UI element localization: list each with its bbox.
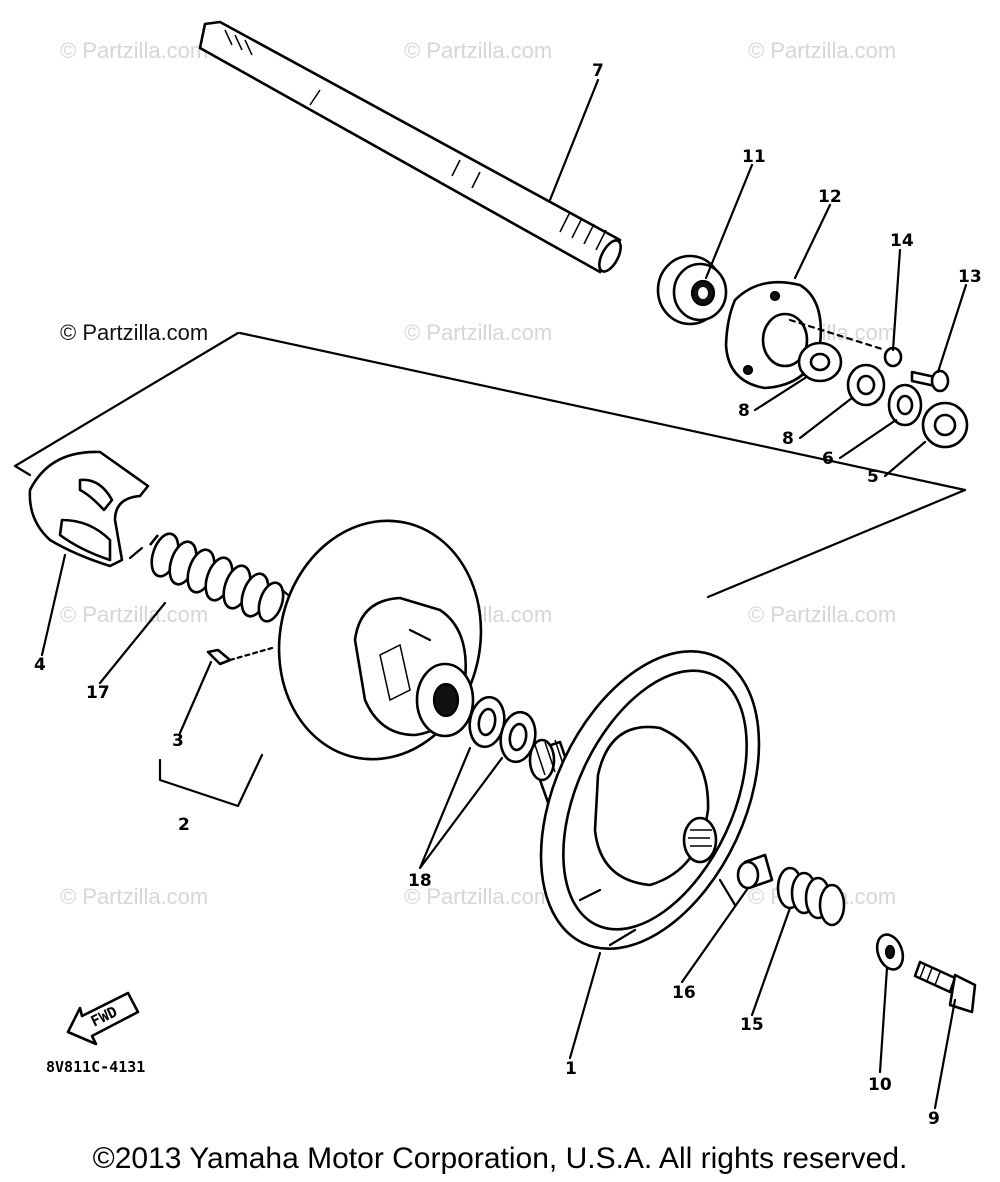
forward-arrow: FWD (66, 991, 140, 1046)
callout-9: 9 (928, 1109, 940, 1129)
callout-6: 6 (822, 449, 834, 469)
spring-17 (128, 532, 294, 623)
watermark: © Partzilla.com (60, 884, 208, 909)
copyright-footer: ©2013 Yamaha Motor Corporation, U.S.A. A… (93, 1142, 908, 1175)
pin-3 (206, 646, 274, 666)
callout-18: 18 (408, 871, 432, 891)
collar-16 (736, 853, 774, 890)
watermark: © Partzilla.com (60, 320, 208, 345)
callouts: 7 11 12 14 13 8 8 6 5 4 17 3 2 18 1 16 1… (34, 61, 982, 1129)
watermark: © Partzilla.com (404, 320, 552, 345)
callout-16: 16 (672, 983, 696, 1003)
watermark: © Partzilla.com (748, 602, 896, 627)
callout-3: 3 (172, 731, 184, 751)
movable-sheave (528, 649, 761, 951)
diagram-code: 8V811C-4131 (46, 1058, 145, 1076)
washer-8b (846, 363, 886, 407)
watermark: © Partzilla.com (60, 38, 208, 63)
watermark: © Partzilla.com (404, 884, 552, 909)
callout-4: 4 (34, 655, 46, 675)
bearing (656, 254, 728, 326)
watermark: © Partzilla.com (60, 602, 208, 627)
bolt-13 (910, 369, 950, 393)
kit-bracket (13, 331, 967, 599)
lock-washer (887, 383, 923, 427)
watermark: © Partzilla.com (748, 38, 896, 63)
cam (28, 450, 150, 568)
washer-10 (875, 933, 905, 971)
callout-15: 15 (740, 1015, 764, 1035)
washer-8a (797, 341, 843, 383)
secondary-shaft (198, 20, 622, 274)
spring-15 (776, 866, 846, 927)
callout-7: 7 (592, 61, 604, 81)
callout-17: 17 (86, 683, 110, 703)
watermark: © Partzilla.com (404, 38, 552, 63)
callout-10: 10 (868, 1075, 892, 1095)
callout-1: 1 (565, 1059, 577, 1079)
callout-11: 11 (742, 147, 766, 167)
washer-5 (921, 401, 969, 449)
fixed-sheave (277, 519, 483, 761)
washers-18 (468, 695, 537, 764)
callout-8: 8 (738, 401, 750, 421)
callout-5: 5 (867, 467, 879, 487)
bolt-9 (913, 960, 977, 1014)
callout-13: 13 (958, 267, 982, 287)
callout-2: 2 (178, 815, 190, 835)
callout-12: 12 (818, 187, 842, 207)
callout-8: 8 (782, 429, 794, 449)
callout-14: 14 (890, 231, 914, 251)
bearing-housing (724, 280, 887, 390)
leader-lines (40, 78, 968, 1110)
